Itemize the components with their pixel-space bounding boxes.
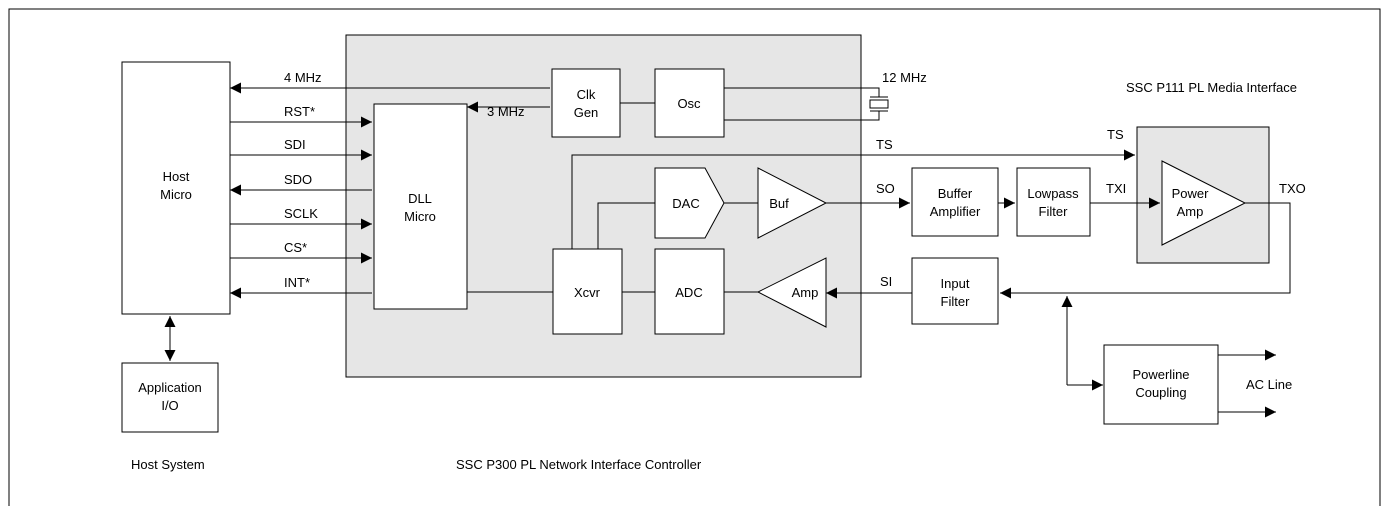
signal-label-so: SO: [876, 181, 895, 196]
power-amp-label-2: Amp: [1177, 204, 1204, 219]
powerline-coupling-label-2: Coupling: [1135, 385, 1186, 400]
dac-block: [654, 167, 725, 239]
clk-gen-label-1: Clk: [577, 87, 596, 102]
application-io-block: [121, 362, 219, 433]
signal-label-cs: CS*: [284, 240, 307, 255]
clk-gen-block: [551, 68, 621, 138]
signal-label-txi: TXI: [1106, 181, 1126, 196]
input-filter-label-1: Input: [941, 276, 970, 291]
dll-micro-label-2: Micro: [404, 209, 436, 224]
buf-label: Buf: [769, 196, 789, 211]
signal-label-3mhz: 3 MHz: [487, 104, 525, 119]
signal-label-sclk: SCLK: [284, 206, 318, 221]
signal-label-ts-pa: TS: [1107, 127, 1124, 142]
signal-label-rst: RST*: [284, 104, 315, 119]
adc-label: ADC: [675, 285, 702, 300]
lowpass-filter-label-2: Filter: [1039, 204, 1069, 219]
host-micro-block: [121, 61, 231, 315]
signal-label-ts: TS: [876, 137, 893, 152]
buffer-amplifier-label-2: Amplifier: [930, 204, 981, 219]
buffer-amplifier-label-1: Buffer: [938, 186, 973, 201]
input-filter-block: [911, 257, 999, 325]
powerline-coupling-block: [1103, 344, 1219, 425]
signal-label-12mhz: 12 MHz: [882, 70, 927, 85]
acline-label: AC Line: [1246, 377, 1292, 392]
adc-block: [654, 248, 725, 335]
application-io-label-1: Application: [138, 380, 202, 395]
lowpass-filter-block: [1016, 167, 1091, 237]
input-filter-label-2: Filter: [941, 294, 971, 309]
signal-label-sdi: SDI: [284, 137, 306, 152]
powerline-coupling-label-1: Powerline: [1132, 367, 1189, 382]
amp-triangle: [756, 257, 827, 328]
host-system-caption: Host System: [131, 457, 205, 472]
host-micro-label-1: Host: [163, 169, 190, 184]
wire-osc-xtal-bot: [724, 111, 880, 121]
signal-label-4mhz: 4 MHz: [284, 70, 322, 85]
signal-label-txo: TXO: [1279, 181, 1306, 196]
osc-label: Osc: [677, 96, 701, 111]
dac-label: DAC: [672, 196, 699, 211]
dll-micro-label-1: DLL: [408, 191, 432, 206]
outer-frame: [8, 8, 1381, 506]
xcvr-block: [552, 248, 623, 335]
wire-osc-xtal-top: [724, 87, 880, 97]
dll-micro-block: [373, 103, 468, 310]
signal-label-sdo: SDO: [284, 172, 312, 187]
host-micro-label-2: Micro: [160, 187, 192, 202]
wire-xcvr-dac: [597, 202, 655, 249]
wire-ts: [571, 149, 1135, 249]
lowpass-filter-label-1: Lowpass: [1027, 186, 1079, 201]
application-io-label-2: I/O: [161, 398, 178, 413]
xcvr-label: Xcvr: [574, 285, 601, 300]
crystal-icon: [869, 96, 889, 112]
controller-caption: SSC P300 PL Network Interface Controller: [456, 457, 702, 472]
signal-label-si: SI: [880, 274, 892, 289]
buffer-amplifier-block: [911, 167, 999, 237]
signal-label-int: INT*: [284, 275, 310, 290]
buf-triangle: [757, 167, 828, 239]
clk-gen-label-2: Gen: [574, 105, 599, 120]
amp-label: Amp: [792, 285, 819, 300]
wire-txo: [1000, 202, 1291, 299]
media-interface-caption: SSC P111 PL Media Interface: [1126, 80, 1297, 95]
wires: [164, 82, 1291, 418]
power-amp-label-1: Power: [1172, 186, 1210, 201]
power-amp-triangle: [1161, 160, 1247, 246]
osc-block: [654, 68, 725, 138]
